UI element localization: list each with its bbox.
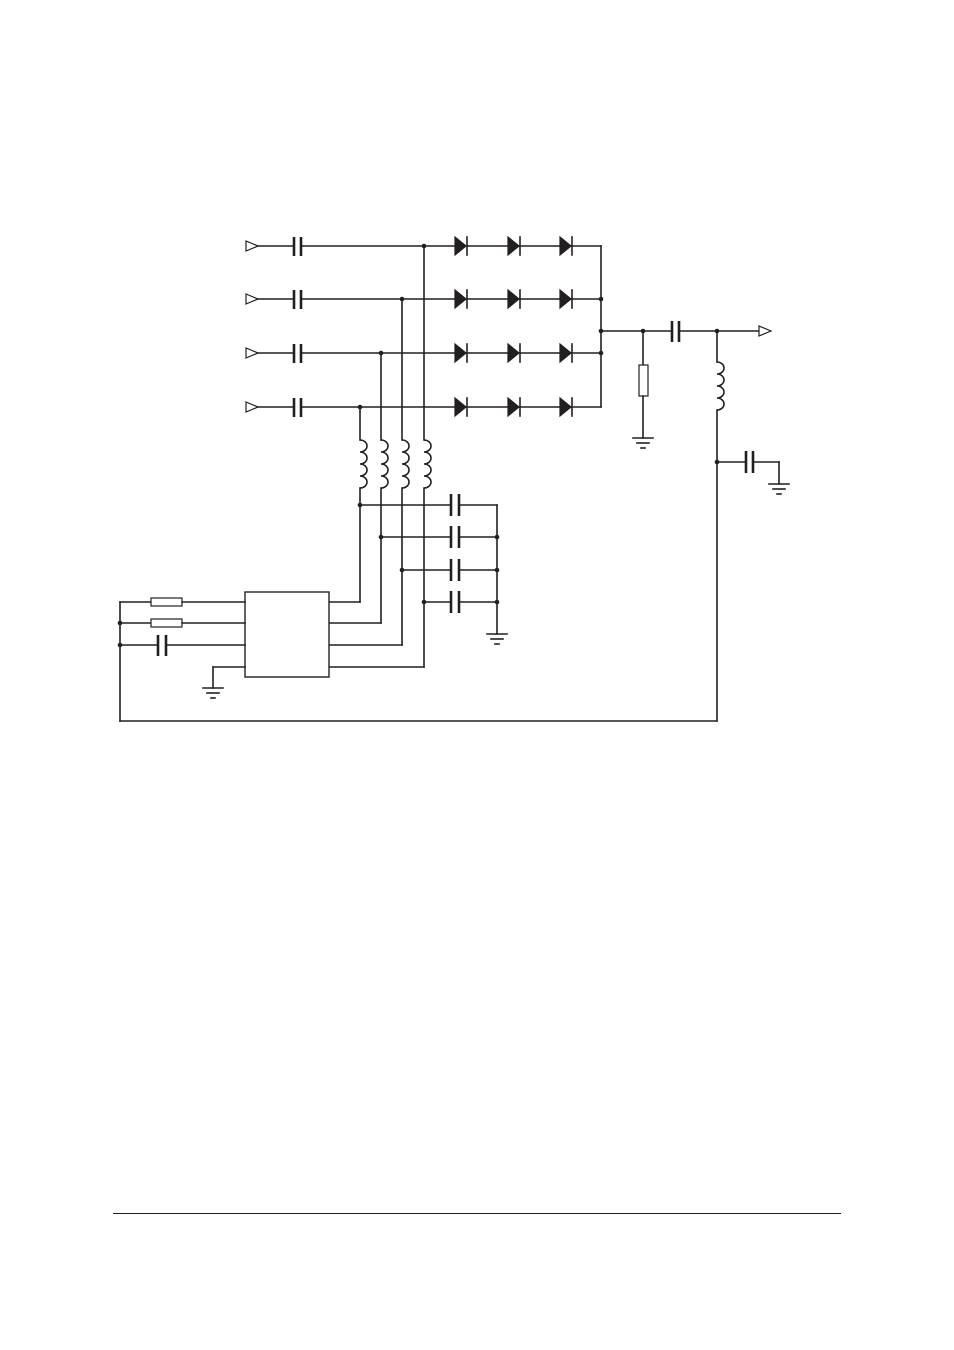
resistor-r2 — [151, 619, 182, 627]
input-port-1 — [246, 241, 258, 251]
decoupling-capacitors — [358, 494, 500, 634]
bias-inductor-3 — [402, 440, 409, 488]
load-resistor — [639, 365, 648, 396]
bias-inductor-4 — [424, 440, 431, 488]
input-capacitor-2 — [294, 290, 301, 309]
input-capacitor-3 — [294, 344, 301, 363]
ground-symbol-bypass — [769, 484, 789, 494]
output-choke-inductor — [717, 362, 724, 410]
ic-block — [245, 592, 329, 677]
input-port-4 — [246, 402, 258, 412]
bias-taps — [358, 244, 427, 440]
bias-lines-to-ic — [329, 488, 424, 667]
input-port-2 — [246, 294, 258, 304]
feedback-capacitor — [158, 635, 166, 656]
output-port — [759, 326, 771, 336]
input-port-3 — [246, 348, 258, 358]
ground-symbol-load — [633, 438, 653, 448]
input-capacitor-4 — [294, 398, 301, 417]
ground-symbol-ic — [203, 667, 245, 698]
diode-output-bus — [599, 246, 604, 407]
output-coupling-capacitor — [672, 321, 679, 342]
bias-inductor-2 — [381, 440, 388, 488]
bypass-capacitor — [746, 451, 753, 473]
input-capacitor-1 — [294, 237, 301, 256]
ground-symbol-decoupling — [487, 634, 507, 644]
footer-rule — [113, 1213, 841, 1214]
bias-inductors — [360, 440, 431, 488]
output-section — [120, 321, 789, 721]
bias-inductor-1 — [360, 440, 367, 488]
ic-left-network — [118, 598, 245, 721]
resistor-r1 — [151, 598, 182, 606]
